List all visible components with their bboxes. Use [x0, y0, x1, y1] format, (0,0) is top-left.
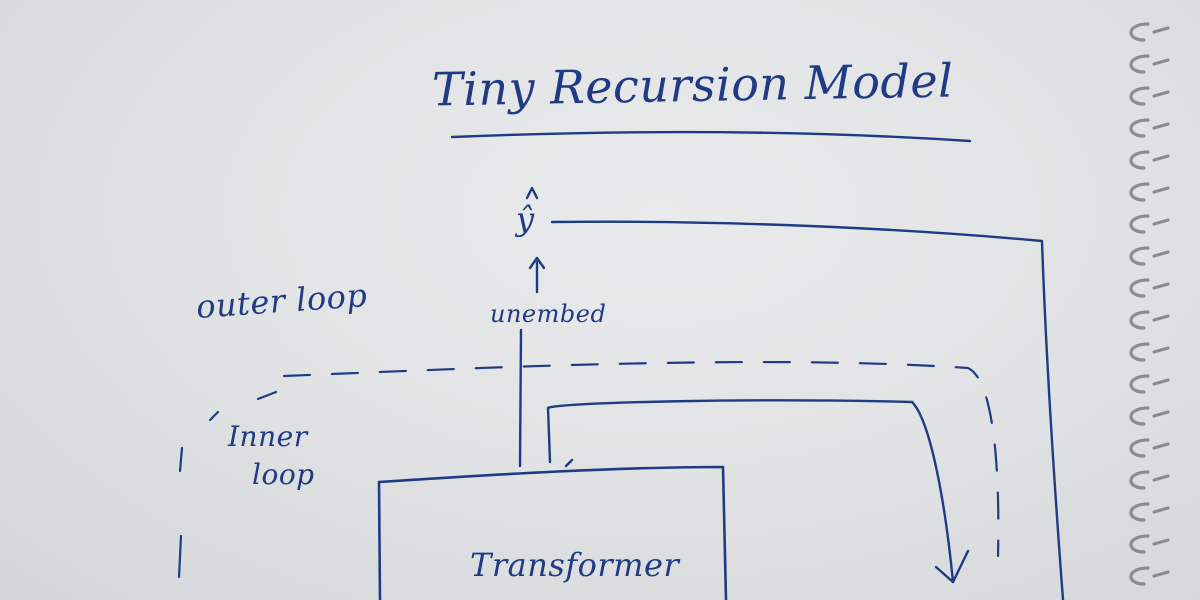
- inner-loop-label-line2: loop: [252, 458, 315, 491]
- output-feedback-line: [550, 220, 1065, 600]
- diagram-title: Tiny Recursion Model: [431, 53, 954, 117]
- inner-loop-label-line1: Inner: [228, 420, 308, 453]
- unembed-label: unembed: [490, 300, 607, 328]
- transformer-label: Transformer: [470, 546, 680, 584]
- spiral-binding: [1129, 22, 1170, 586]
- inner-loop-dash-3: [178, 446, 184, 473]
- inner-loop-dash-1: [256, 390, 278, 401]
- outer-loop-dashed-boundary: [282, 360, 1000, 558]
- inner-feedback-arrowhead: [934, 549, 970, 584]
- unembed-to-transformer-line: [518, 328, 523, 468]
- inner-feedback-tick: [564, 458, 574, 468]
- output-y-hat-label: ŷ: [516, 200, 535, 238]
- inner-feedback-line: [546, 399, 955, 584]
- inner-loop-dash-2: [208, 410, 220, 422]
- arrow-to-unembed-head: [528, 256, 546, 270]
- inner-loop-dash-4: [177, 534, 183, 579]
- transformer-block-outline: [377, 465, 728, 600]
- title-underline: [450, 130, 972, 143]
- arrow-to-output-head: [525, 186, 539, 200]
